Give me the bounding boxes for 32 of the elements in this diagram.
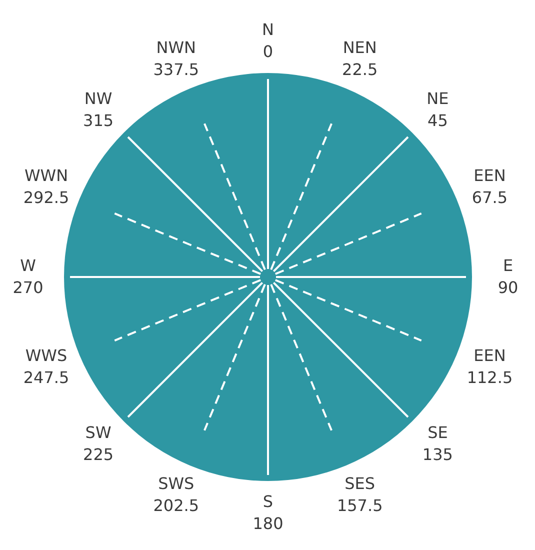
direction-label: SE: [426, 422, 449, 444]
bearing-label: 292.5: [23, 186, 70, 209]
direction-label: E: [502, 255, 514, 277]
direction-label: WWS: [24, 345, 68, 368]
direction-label: W: [19, 255, 37, 277]
direction-label: NW: [83, 88, 114, 110]
bearing-label: 135: [422, 444, 453, 466]
bearing-label: 45: [426, 110, 449, 132]
bearing-label: 225: [83, 444, 114, 466]
direction-label: EEN: [472, 345, 507, 368]
direction-label: N: [262, 19, 274, 41]
bearing-label: 112.5: [466, 367, 513, 390]
direction-label: S: [262, 491, 274, 513]
direction-label: WWN: [23, 164, 70, 187]
bearing-label: 270: [12, 277, 44, 299]
direction-label: NE: [426, 88, 449, 110]
bearing-label: 90: [498, 277, 518, 299]
bearing-label: 0: [262, 41, 274, 63]
direction-label: SWS: [157, 473, 196, 496]
direction-label: NEN: [342, 36, 378, 59]
bearing-label: 67.5: [472, 186, 508, 209]
bearing-label: 247.5: [23, 367, 70, 390]
bearing-label: 202.5: [153, 495, 200, 518]
direction-label: NWN: [155, 36, 198, 59]
bearing-label: 22.5: [342, 58, 378, 81]
bearing-label: 337.5: [153, 58, 200, 81]
direction-label: SW: [84, 422, 112, 444]
direction-label: SES: [344, 473, 376, 496]
bearing-label: 180: [252, 513, 284, 535]
direction-label: EEN: [472, 164, 507, 187]
bearing-label: 315: [83, 110, 114, 132]
bearing-label: 157.5: [336, 495, 383, 518]
